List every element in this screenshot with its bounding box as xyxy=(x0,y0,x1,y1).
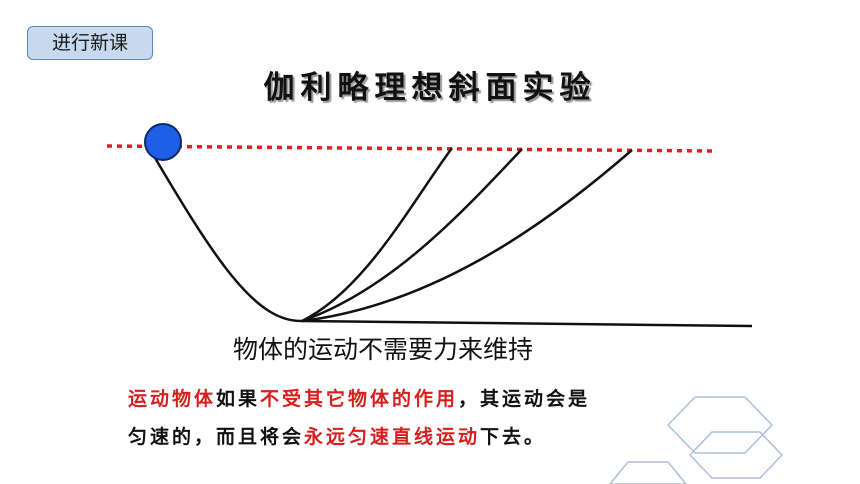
section-badge: 进行新课 xyxy=(27,26,153,60)
statement-text: 如果 xyxy=(216,388,261,410)
hexagon-decoration xyxy=(688,431,784,479)
statement-text: 匀速的，而且将会 xyxy=(128,426,305,448)
statement-emphasis: 运动物体 xyxy=(128,388,217,410)
statement-emphasis: 永远匀速直线运动 xyxy=(304,426,481,448)
decorative-hexagons xyxy=(609,396,784,484)
statement-text: ，其运动会是 xyxy=(458,388,591,410)
statement-text: 下去。 xyxy=(480,426,547,448)
steep-incline-curve xyxy=(301,147,454,323)
page-title: 伽利略理想斜面实验 xyxy=(263,70,597,106)
initial-height-reference-line xyxy=(106,144,713,153)
hexagon-decoration xyxy=(609,461,687,484)
statement-line-2: 匀速的，而且将会永远匀速直线运动下去。 xyxy=(128,418,748,456)
conclusion-statement: 运动物体如果不受其它物体的作用，其运动会是 匀速的，而且将会永远匀速直线运动下去… xyxy=(128,380,748,456)
left-incline-curve xyxy=(146,145,303,323)
horizontal-surface-line xyxy=(301,319,753,328)
gentle-incline-curve xyxy=(301,149,633,323)
ball xyxy=(144,123,182,161)
diagram-caption: 物体的运动不需要力来维持 xyxy=(233,335,534,364)
medium-incline-curve xyxy=(301,148,523,323)
hexagon-decoration xyxy=(666,396,774,454)
statement-line-1: 运动物体如果不受其它物体的作用，其运动会是 xyxy=(128,380,748,418)
statement-emphasis: 不受其它物体的作用 xyxy=(260,388,459,410)
